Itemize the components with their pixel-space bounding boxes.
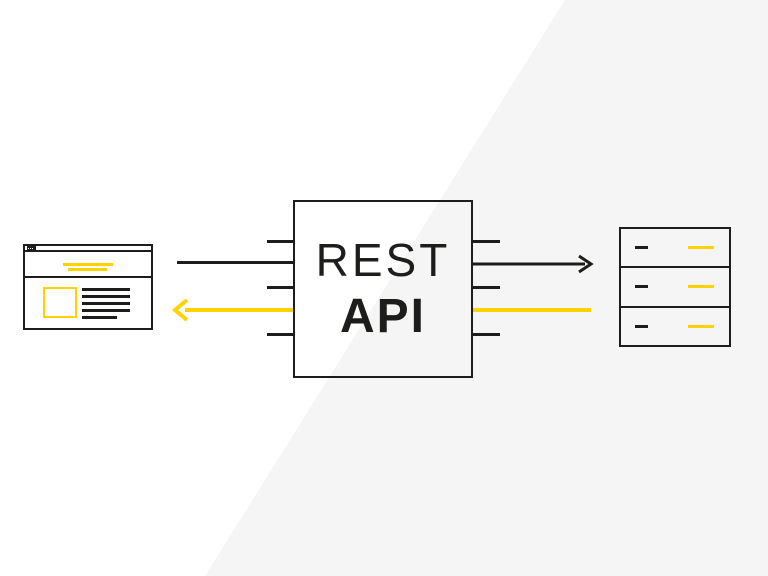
api-box-title-rest: REST [315, 234, 451, 286]
api-box-title-api: API [339, 290, 426, 343]
window-controls-icon [27, 246, 36, 250]
text-line [82, 295, 130, 298]
image-placeholder-icon [43, 287, 77, 318]
api-pin [473, 240, 500, 243]
api-to-client-response-arrow [172, 298, 293, 322]
text-line [82, 288, 130, 291]
server-led-icon [688, 246, 714, 250]
server-stack-icon [619, 227, 731, 347]
api-pin [473, 286, 500, 289]
server-led-icon [688, 285, 714, 289]
server-unit [621, 308, 729, 345]
api-pin [267, 240, 293, 243]
browser-heading [25, 252, 151, 278]
api-pin [267, 286, 293, 289]
client-to-api-request-line [177, 261, 293, 264]
api-pin [473, 333, 500, 336]
server-led-icon [688, 324, 714, 328]
browser-window-icon [23, 244, 153, 330]
browser-content [25, 278, 151, 328]
browser-titlebar [25, 246, 151, 252]
server-slot-icon [635, 324, 648, 328]
server-to-api-response-line [473, 308, 591, 312]
api-pin [267, 333, 293, 336]
server-unit [621, 268, 729, 308]
text-line [82, 302, 130, 305]
heading-line [68, 268, 107, 271]
api-to-server-request-arrow [473, 254, 594, 274]
server-slot-icon [635, 285, 648, 289]
heading-line [63, 263, 113, 266]
text-line [82, 316, 117, 319]
server-unit [621, 229, 729, 269]
rest-api-box: REST API [293, 200, 473, 378]
server-slot-icon [635, 246, 648, 250]
text-line [82, 309, 130, 312]
